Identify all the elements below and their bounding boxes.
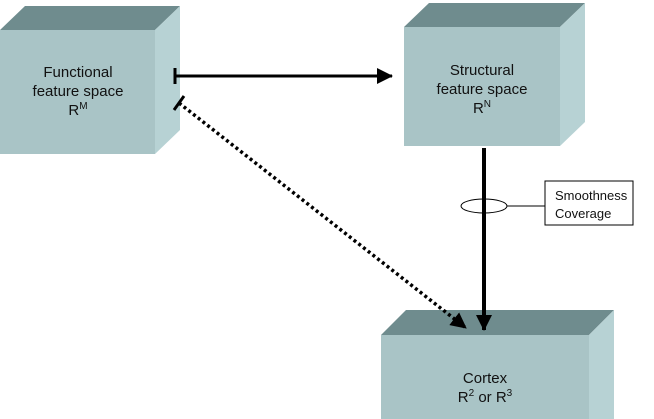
structural-feature-space-box: Structural feature space RN — [404, 3, 585, 146]
functional-label-line1: Functional — [43, 64, 112, 81]
cortex-box-front — [381, 335, 589, 419]
functional-label-line2: feature space — [33, 83, 124, 100]
cortex-label-line1: Cortex — [463, 370, 508, 387]
cortex-box-top — [381, 310, 614, 335]
structural-label-line2: feature space — [437, 81, 528, 98]
cortex-space-sup1: 2 — [469, 388, 475, 399]
callout-line1: Smoothness — [555, 188, 628, 203]
cortex-label-space: R2 or R3 — [458, 388, 513, 406]
functional-space-base: R — [68, 102, 79, 119]
cortex-space-base1: R — [458, 389, 469, 406]
functional-box-side — [155, 6, 180, 154]
cortex-box-side — [589, 310, 614, 419]
cortex-space-mid: or R — [474, 389, 507, 406]
structural-box-side — [560, 3, 585, 146]
structural-to-cortex-arrow — [460, 148, 545, 331]
functional-label-space: RM — [68, 101, 87, 119]
structural-label-space: RN — [473, 99, 491, 117]
structural-space-base: R — [473, 100, 484, 117]
functional-space-sup: M — [79, 101, 87, 112]
structural-box-top — [404, 3, 585, 27]
functional-box-front — [0, 30, 155, 154]
structural-space-sup: N — [484, 99, 491, 110]
callout-box — [544, 180, 634, 226]
functional-to-cortex-dotted-arrow — [172, 95, 468, 330]
structural-label-line1: Structural — [450, 62, 514, 79]
structural-box-front — [404, 27, 560, 146]
smoothness-coverage-callout: Smoothness Coverage — [544, 180, 634, 226]
functional-feature-space-box: Functional feature space RM — [0, 6, 180, 154]
functional-to-structural-arrow — [173, 68, 393, 84]
cortex-box: Cortex R2 or R3 — [381, 310, 614, 419]
dotted-arrow-shaft — [177, 101, 468, 330]
callout-line2: Coverage — [555, 206, 611, 221]
functional-box-top — [0, 6, 180, 30]
cortex-space-sup2: 3 — [507, 388, 513, 399]
